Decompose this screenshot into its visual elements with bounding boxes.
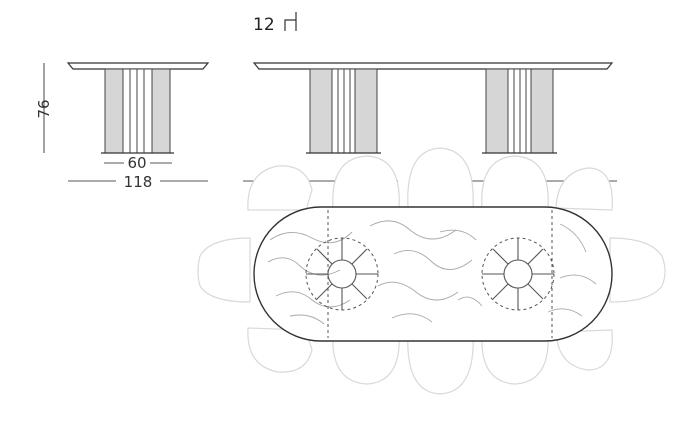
right-pedestal: [482, 68, 557, 154]
table-width-value: 118: [124, 173, 153, 191]
capacity-label: 12: [253, 12, 297, 35]
base-width-dimension: 60: [104, 154, 172, 172]
table-width-dimension: 118: [68, 173, 208, 191]
right-base-outline: [481, 237, 555, 311]
left-base-outline: [305, 237, 379, 311]
chair-bottom-1: [247, 327, 313, 373]
table-top-plan: [253, 206, 613, 342]
front-elevation: [252, 62, 614, 154]
chair-bottom-4: [481, 331, 549, 385]
marble-veins: [267, 220, 597, 325]
chair-top-3: [407, 147, 474, 209]
chair-bottom-2: [332, 331, 400, 385]
chair-right-end: [609, 237, 666, 303]
chair-top-4: [481, 155, 549, 209]
seat-count: 12: [253, 15, 275, 35]
chairs-plan: [197, 147, 666, 395]
chair-top-2: [332, 155, 400, 209]
chair-top-1: [247, 165, 313, 211]
height-dimension: 76: [35, 63, 53, 153]
chair-bottom-5: [555, 329, 613, 371]
base-width-value: 60: [127, 154, 146, 172]
chair-bottom-3: [407, 331, 474, 395]
left-pedestal: [306, 68, 381, 154]
height-value: 76: [35, 99, 53, 118]
chair-icon: [284, 12, 297, 31]
chair-left-end: [197, 237, 251, 303]
side-elevation: [66, 62, 210, 154]
chair-top-5: [555, 167, 613, 211]
